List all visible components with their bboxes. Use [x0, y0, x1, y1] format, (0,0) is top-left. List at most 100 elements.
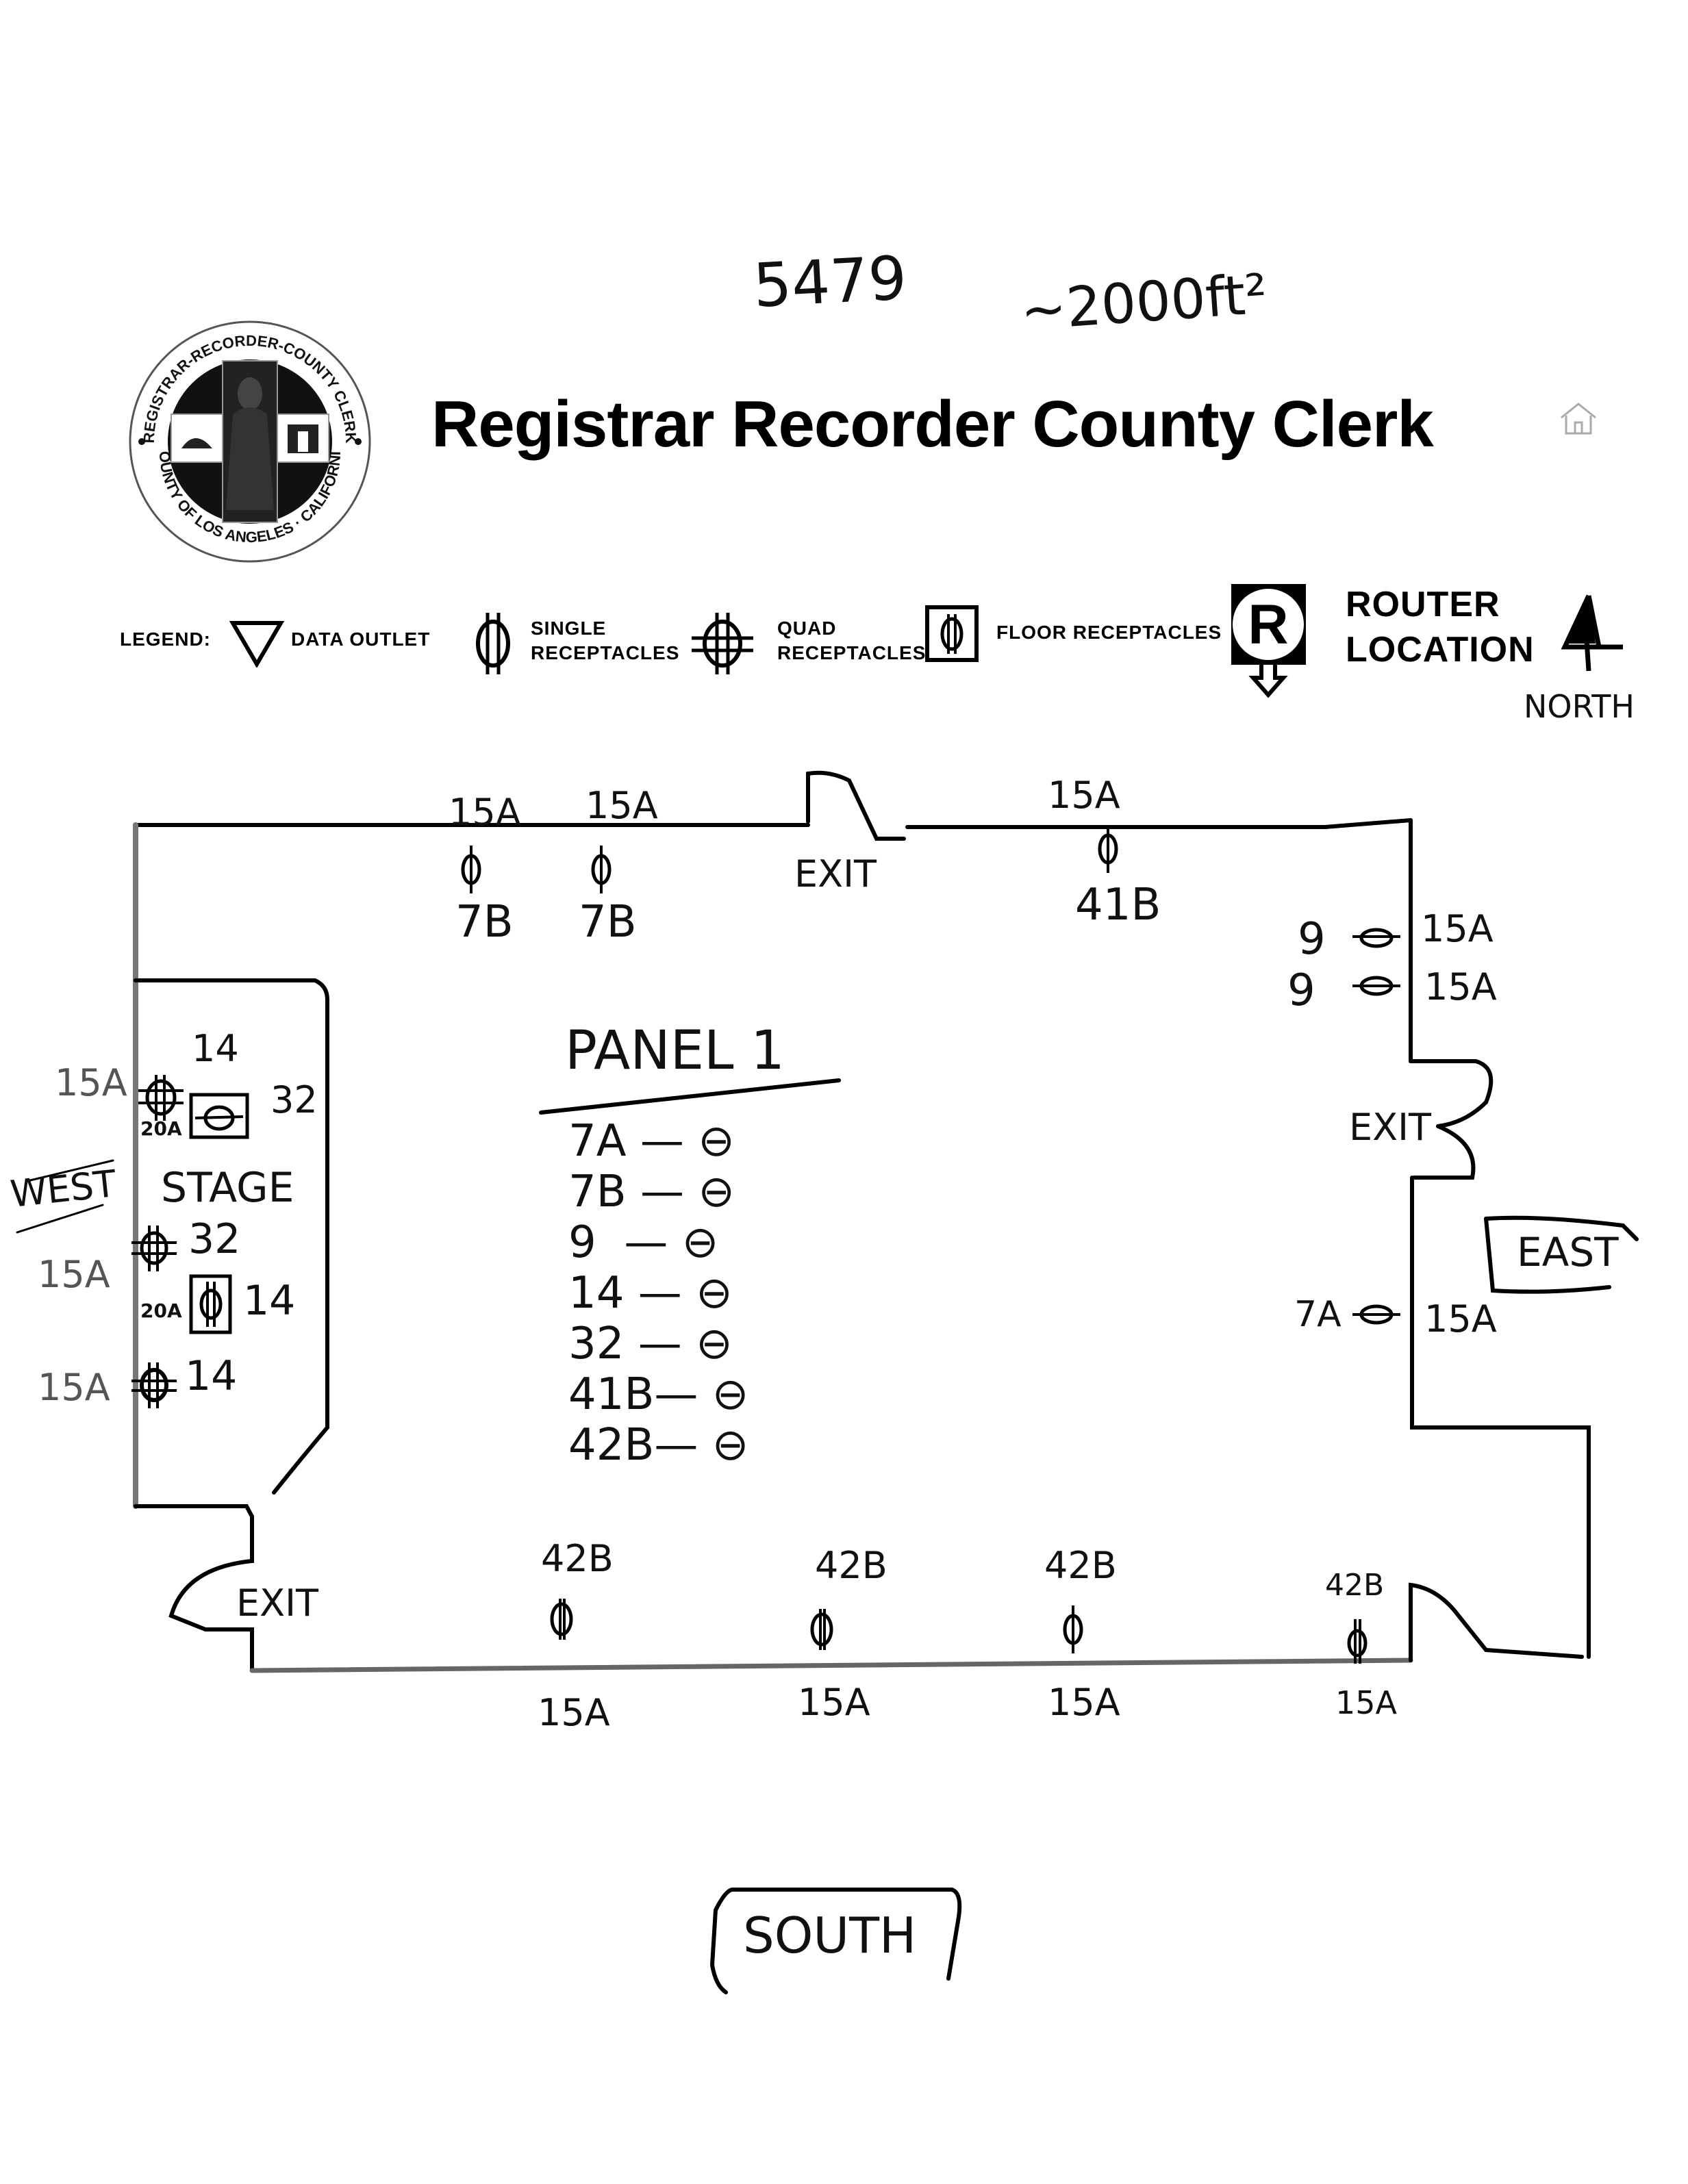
panel-circuit-list: 7A — ⊖ 7B — ⊖ 9 — ⊖ 14 — ⊖ 32 — ⊖ 41B— ⊖… — [568, 1116, 748, 1471]
south-receptacle-4-circuit: 42B — [1325, 1568, 1385, 1603]
stage-receptacle-1-circuit: 14 — [192, 1027, 239, 1070]
north-receptacle-3-circuit: 41B — [1075, 880, 1161, 930]
east-exit-door-upper — [1409, 1059, 1494, 1128]
south-receptacle-3-amps: 15A — [1048, 1681, 1120, 1724]
south-receptacle-2-amps: 15A — [798, 1681, 870, 1724]
north-receptacle-1-amps: 15A — [449, 791, 521, 834]
east-receptacle-3-circuit: 7A — [1294, 1294, 1341, 1335]
panel-underline — [539, 1078, 841, 1115]
receptacle-icon — [1352, 1301, 1400, 1332]
south-receptacle-1-amps: 15A — [538, 1691, 610, 1734]
east-exit-door-lower — [1412, 1124, 1476, 1180]
south-direction-label: SOUTH — [743, 1907, 917, 1964]
east-label-box — [1484, 1215, 1639, 1294]
south-receptacle-4-amps: 15A — [1335, 1684, 1398, 1721]
floor-receptacle-icon — [188, 1273, 233, 1338]
south-receptacle-2-circuit: 42B — [815, 1544, 887, 1587]
legend-router-label: ROUTER LOCATION — [1346, 582, 1535, 672]
stage-receptacle-3-amps: 15A — [38, 1253, 110, 1296]
north-exit-label: EXIT — [794, 852, 877, 896]
stage-receptacle-2-circuit: 32 — [270, 1078, 318, 1121]
single-receptacle-icon — [1342, 1619, 1372, 1671]
stage-receptacle-3-circuit: 32 — [188, 1215, 241, 1263]
legend-router-icon: R — [1229, 582, 1308, 702]
quad-receptacle-icon — [130, 1359, 178, 1414]
single-receptacle-icon — [546, 1595, 577, 1647]
panel-circuit-id: 32 — [568, 1319, 625, 1369]
legend-label: LEGEND: — [120, 628, 211, 650]
floor-receptacle-icon — [188, 1092, 250, 1143]
legend-quad-line2: RECEPTACLES — [777, 642, 927, 663]
north-receptacle-1-circuit: 7B — [455, 897, 514, 948]
legend-quad-receptacle-icon — [688, 609, 757, 681]
east-receptacle-2-circuit: 9 — [1287, 965, 1315, 1016]
quad-receptacle-icon — [130, 1222, 178, 1277]
panel-circuit-row: 7B — ⊖ — [568, 1167, 735, 1217]
stage-label: STAGE — [161, 1164, 294, 1212]
panel-circuit-id: 14 — [568, 1268, 625, 1319]
page-title: Registrar Recorder County Clerk — [431, 388, 1434, 461]
east-receptacle-1-amps: 15A — [1421, 907, 1494, 950]
home-icon — [1558, 401, 1599, 438]
stage-receptacle-5-circuit: 14 — [185, 1352, 238, 1400]
south-receptacle-1-circuit: 42B — [541, 1537, 614, 1580]
legend-single-line2: RECEPTACLES — [531, 642, 680, 663]
receptacle-icon — [1352, 924, 1400, 955]
receptacle-icon — [1352, 972, 1400, 1003]
north-exit-door — [806, 770, 906, 841]
panel-circuit-id: 7A — [568, 1116, 627, 1167]
panel-circuit-row: 14 — ⊖ — [568, 1268, 733, 1319]
single-receptacle-icon — [1058, 1605, 1088, 1657]
stage-boundary — [134, 978, 329, 1495]
north-arrow-icon — [1554, 592, 1630, 678]
stage-bottom — [134, 1504, 254, 1519]
legend-router-line1: ROUTER — [1346, 585, 1500, 624]
east-direction-label: EAST — [1517, 1229, 1619, 1275]
south-west-exit-door — [168, 1514, 254, 1673]
panel-title: PANEL 1 — [565, 1020, 785, 1082]
panel-circuit-row: 9 — ⊖ — [568, 1217, 719, 1268]
panel-circuit-id: 41B — [568, 1369, 655, 1420]
stage-receptacle-4-amps: 20A — [140, 1299, 182, 1322]
south-wall — [249, 1658, 1413, 1673]
quad-receptacle-icon — [137, 1071, 185, 1126]
panel-circuit-id: 42B — [568, 1420, 655, 1471]
south-label-box — [709, 1888, 962, 1994]
legend-single-line1: SINGLE — [531, 618, 607, 639]
south-receptacle-3-circuit: 42B — [1044, 1544, 1117, 1587]
north-receptacle-2-circuit: 7B — [579, 897, 637, 948]
legend-data-outlet-label: DATA OUTLET — [291, 628, 431, 650]
legend-quad-line1: QUAD — [777, 618, 837, 639]
panel-circuit-id: 9 — [568, 1217, 596, 1268]
panel-circuit-id: 7B — [568, 1167, 627, 1217]
north-receptacle-2-amps: 15A — [585, 784, 658, 827]
south-east-exit-door — [1409, 1582, 1584, 1662]
panel-circuit-row: 42B— ⊖ — [568, 1420, 749, 1471]
north-wall-east-segment — [905, 818, 1413, 829]
south-west-exit-label: EXIT — [236, 1582, 319, 1625]
north-label: NORTH — [1524, 688, 1635, 725]
single-receptacle-icon — [1094, 825, 1122, 876]
north-receptacle-3-amps: 15A — [1048, 774, 1120, 817]
legend-single-receptacle-icon — [469, 609, 517, 681]
stage-receptacle-2-amps: 20A — [140, 1117, 182, 1140]
legend-router-line2: LOCATION — [1346, 630, 1535, 670]
east-wall-lower — [1410, 1176, 1591, 1659]
panel-circuit-row: 7A — ⊖ — [568, 1116, 735, 1167]
single-receptacle-icon — [588, 846, 615, 897]
east-receptacle-1-circuit: 9 — [1298, 914, 1326, 965]
router-icon-letter: R — [1248, 594, 1288, 656]
panel-circuit-row: 41B— ⊖ — [568, 1369, 749, 1420]
legend-quad-receptacle-label: QUAD RECEPTACLES — [777, 616, 926, 665]
county-seal-logo: REGISTRAR-RECORDER-COUNTY CLERK COUNTY O… — [121, 305, 373, 565]
single-receptacle-icon — [457, 846, 485, 897]
legend-floor-receptacle-icon — [924, 605, 979, 666]
east-receptacle-3-amps: 15A — [1424, 1297, 1497, 1341]
east-exit-label: EXIT — [1349, 1106, 1432, 1149]
stage-receptacle-5-amps: 15A — [38, 1366, 110, 1409]
stage-receptacle-1-amps: 15A — [55, 1061, 127, 1104]
legend-floor-receptacle-label: FLOOR RECEPTACLES — [996, 622, 1222, 643]
panel-circuit-row: 32 — ⊖ — [568, 1319, 733, 1369]
legend-single-receptacle-label: SINGLE RECEPTACLES — [531, 616, 679, 665]
